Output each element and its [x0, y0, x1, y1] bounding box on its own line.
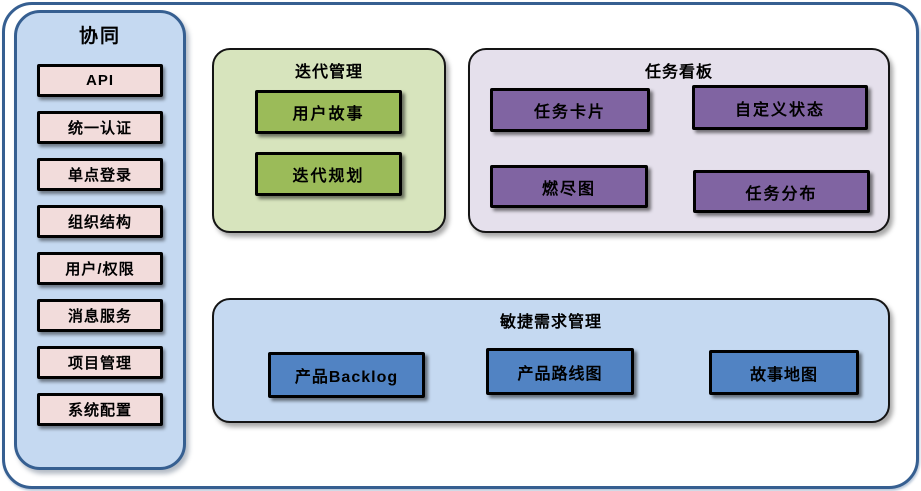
item-user-story: 用户故事: [255, 90, 402, 134]
panel-agile-requirements-title: 敏捷需求管理: [499, 314, 602, 331]
item-burndown-chart: 燃尽图: [490, 165, 648, 208]
item-task-distribution: 任务分布: [693, 170, 870, 213]
panel-iteration-title: 迭代管理: [294, 64, 363, 81]
sidebar-item-api: API: [37, 64, 163, 97]
panel-agile-requirements: 敏捷需求管理 产品Backlog 产品路线图 故事地图: [212, 298, 890, 423]
panel-task-board: 任务看板 任务卡片 自定义状态 燃尽图 任务分布: [468, 48, 890, 233]
item-iteration-planning: 迭代规划: [255, 152, 402, 196]
item-custom-status: 自定义状态: [692, 85, 868, 130]
sidebar-title: 协同: [78, 26, 121, 47]
sidebar-item-system-config: 系统配置: [37, 393, 163, 426]
sidebar-item-project-management: 项目管理: [37, 346, 163, 379]
sidebar-collaboration: 协同 API 统一认证 单点登录 组织结构 用户/权限 消息服务 项目管理 系统…: [14, 10, 186, 470]
sidebar-item-sso: 单点登录: [37, 158, 163, 191]
item-product-roadmap: 产品路线图: [486, 348, 634, 395]
sidebar-item-message-service: 消息服务: [37, 299, 163, 332]
item-story-map: 故事地图: [709, 350, 859, 395]
item-task-card: 任务卡片: [490, 88, 650, 132]
item-product-backlog: 产品Backlog: [268, 352, 425, 398]
sidebar-item-org-structure: 组织结构: [37, 205, 163, 238]
panel-task-board-title: 任务看板: [644, 64, 713, 81]
sidebar-item-user-permission: 用户/权限: [37, 252, 163, 285]
panel-iteration-management: 迭代管理 用户故事 迭代规划: [212, 48, 446, 233]
sidebar-item-unified-auth: 统一认证: [37, 111, 163, 144]
